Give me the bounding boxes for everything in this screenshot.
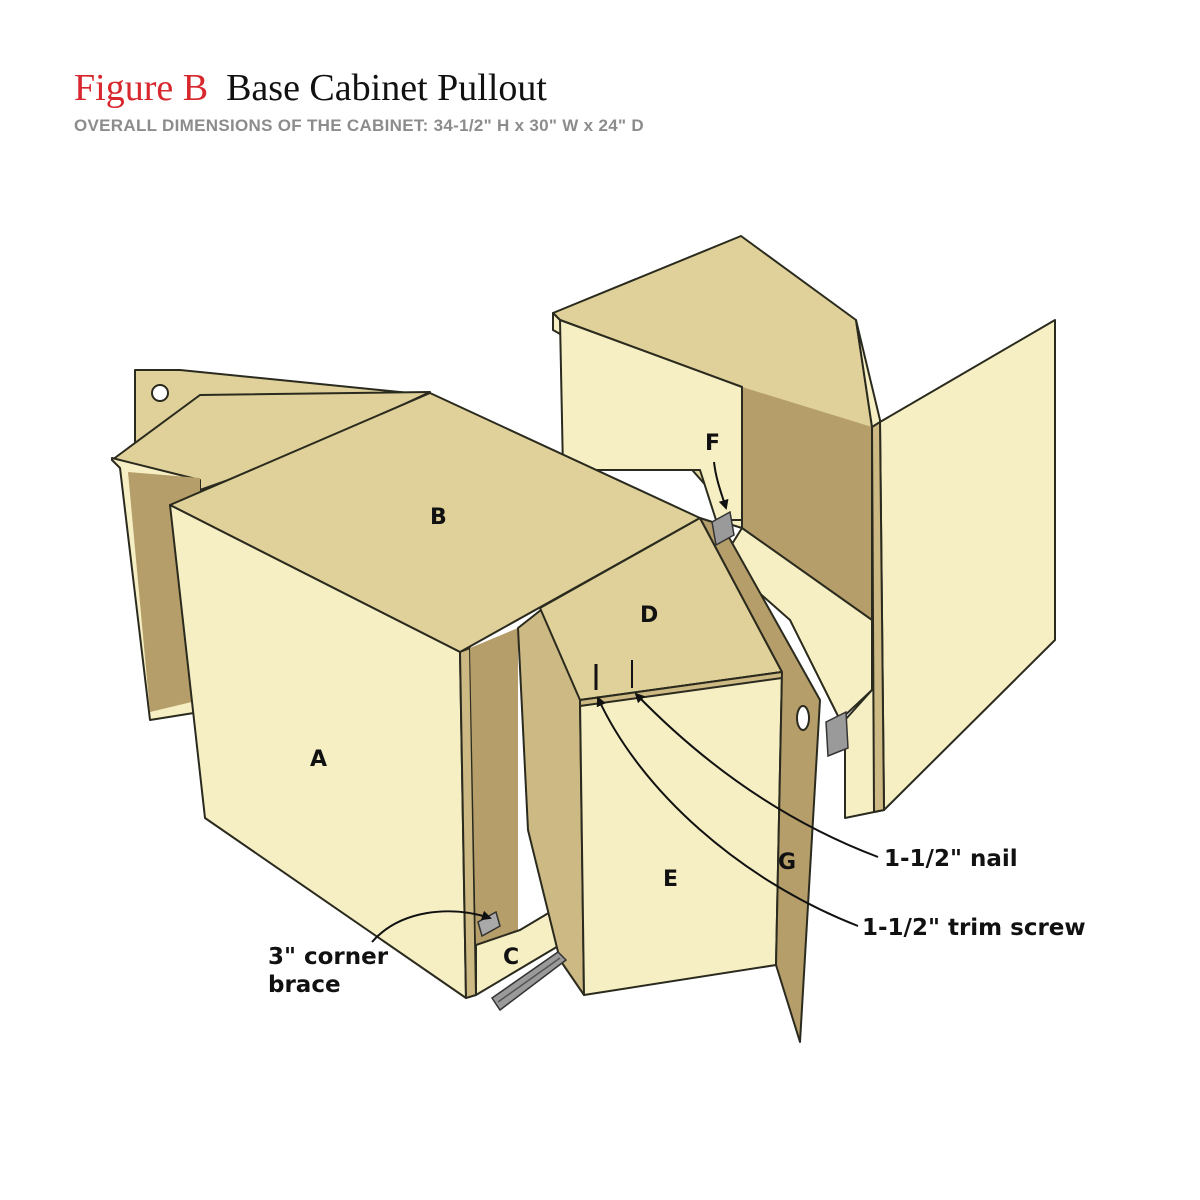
overall-dimensions: OVERALL DIMENSIONS OF THE CABINET: 34-1/… — [74, 116, 644, 135]
figure-header: Figure B Base Cabinet Pullout OVERALL DIM… — [74, 66, 644, 136]
pullout-body — [169, 392, 821, 1043]
callout-corner-brace-line2: brace — [268, 972, 341, 998]
leader-trim-screw — [596, 696, 859, 927]
right-cabinet-right-face — [879, 319, 1056, 811]
label-e: E — [663, 867, 678, 892]
leader-nail — [634, 692, 879, 858]
right-cabinet-front-edge — [871, 421, 885, 813]
drawer-slide-groove — [497, 957, 561, 1003]
drawer-slide-right — [825, 710, 849, 758]
figure-label: Figure B — [74, 67, 209, 109]
label-b: B — [430, 505, 447, 530]
leader-f — [713, 461, 729, 510]
title-row: Figure B Base Cabinet Pullout — [74, 66, 644, 110]
left-rear-cabinet — [111, 369, 431, 721]
label-d: D — [640, 603, 658, 628]
panel-g-cutout — [796, 705, 810, 731]
callout-nail: 1-1/2" nail — [884, 846, 1018, 872]
label-c: C — [503, 945, 519, 970]
label-g: G — [778, 850, 796, 875]
leader-corner-brace — [371, 910, 492, 943]
figure-title: Base Cabinet Pullout — [226, 67, 547, 109]
left-rear-cutout — [151, 384, 169, 402]
drawer-slide-f — [711, 510, 735, 547]
callout-trim-screw: 1-1/2" trim screw — [862, 915, 1086, 941]
label-a: A — [310, 747, 327, 772]
pullout-interior-back — [470, 628, 518, 945]
label-f: F — [705, 431, 720, 456]
callout-corner-brace-line1: 3" corner — [268, 944, 389, 970]
